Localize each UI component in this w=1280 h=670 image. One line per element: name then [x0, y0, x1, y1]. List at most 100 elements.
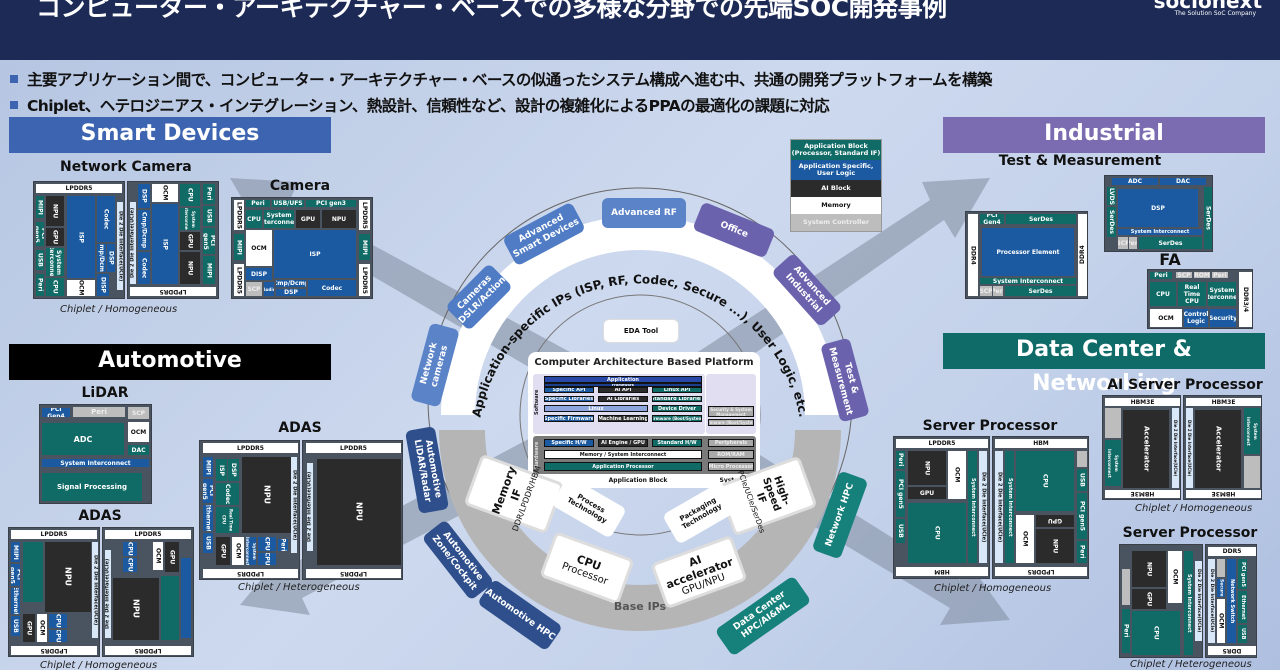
ai-server-title: AI Server Processor [1107, 377, 1263, 393]
ai-api: AI API [598, 387, 648, 393]
block-isp-dsp-codec [23, 542, 43, 602]
block-serdes: SerDes [1005, 286, 1076, 296]
block-system-interconnect: System Interconnect [264, 210, 294, 228]
application-ip-arc [441, 216, 839, 416]
block-system-interconnect: System Interconnect [980, 278, 1076, 284]
lidar-title: LiDAR [81, 385, 129, 401]
network-camera-chip-a: LPDDR5 MIPI PCI gen5 USB Peri NPU GPU Sy… [33, 181, 125, 299]
block-gpu: GPU [23, 614, 35, 642]
bullet-marker [10, 75, 18, 83]
block-isp: ISP [152, 204, 178, 284]
block-ocm: OCM [1217, 599, 1225, 643]
specific-api: Specific API [544, 387, 594, 393]
server-mid-chip-a: LPDDR5 Peri PCI gen5 USB NPU GPU OCM CPU… [893, 436, 990, 579]
block-pci: PCI gen5 [1238, 559, 1247, 589]
block-peri: Peri [203, 184, 215, 204]
block-pci: PCI gen5 [203, 479, 213, 503]
fa-title: FA [1159, 250, 1181, 269]
block-usb: USB [1238, 625, 1247, 643]
adas-bottom-caption: Chiplet / Homogeneous [40, 660, 158, 670]
block-cpu: CPU [1132, 611, 1180, 655]
block-audio: Audio [264, 282, 274, 296]
section-automotive: Automotive [9, 344, 331, 380]
block-lpddr5: LPDDR5 [36, 184, 122, 193]
adas-top-chip-b: LPDDR5 Die 2 Die Interface(UCIe) NPU LPD… [302, 440, 403, 580]
block-lpddr5: LPDDR5 [306, 443, 401, 453]
server-right-chip-b: DDR5 Die 2 Die Interface(UCIe) Secure OC… [1205, 544, 1257, 658]
machine-learning: Machine Learning [598, 415, 648, 422]
block-pci: PCI gen5 [36, 222, 44, 246]
block-system-interconnect: System Interconnect [968, 451, 977, 563]
block-usb: USB [1077, 469, 1087, 491]
block-mipi: MIPI [203, 256, 215, 284]
block-peri: Peri [896, 451, 905, 469]
header-bar [0, 0, 1280, 60]
application-block-label: Application Block [608, 477, 668, 484]
block-system-controller [1077, 451, 1087, 467]
legend-system-controller: System Controller [791, 214, 881, 231]
block-isp: ISP [216, 459, 227, 481]
block-codec: Codec [308, 280, 356, 296]
block-disp: DISP [246, 268, 272, 280]
block-system-interconnect: System Interconnect [1118, 229, 1202, 235]
block-system-interconnect: System Interconnect [1208, 282, 1236, 306]
block-control-logic: Control Logic [1184, 309, 1208, 327]
color-legend: Application Block (Processor, Standard I… [790, 139, 882, 232]
block-npu: NPU [113, 578, 159, 640]
block-pci: PCI Gen4 [980, 214, 1004, 224]
block-peri: Peri [993, 286, 1003, 296]
adas-top-chip-a: LPDDR5 MIPI PCI gen5 Ethernet USB ISP DS… [199, 440, 300, 580]
block-peri: Peri [36, 274, 44, 296]
block-system-interconnect: System Interconnect [46, 248, 64, 276]
server-mid-title: Server Processor [922, 418, 1058, 434]
block-isp-dsp-codec [161, 576, 179, 640]
server-right-title: Server Processor [1122, 525, 1258, 541]
block-dsp: DSP [276, 289, 306, 296]
device-driver: Device Driver [652, 405, 702, 412]
block-rtcpu: Real Time CPU [216, 507, 239, 533]
block-usb: USB [36, 250, 44, 270]
block-gpu: GPU [46, 228, 64, 246]
block-lpddr5: LPDDR5 [359, 200, 370, 230]
block-pci: PCI gen5 [896, 471, 905, 517]
block-mipi: MIPI [11, 542, 20, 562]
block-ocm: OCM [1016, 515, 1034, 563]
adas-bottom-chip-b: LPDDR5 Die 2 Die Interface(UCIe) CPU CPU… [102, 527, 194, 657]
block-lvds: LVDS [1107, 187, 1116, 205]
firmware-boot: Firmware (Boot/System) [652, 415, 702, 422]
application-layer: Application [544, 376, 702, 383]
block-isp: ISP [67, 196, 95, 278]
block-lpddr5: LPDDR5 [203, 443, 298, 453]
block-mipi: MIPI [36, 196, 44, 218]
standard-hw: Standard H/W [652, 439, 702, 447]
block-cpu: CPU [49, 630, 67, 642]
server-right-caption: Chiplet / Heterogeneous [1130, 659, 1252, 670]
block-die2die: Die 2 Die Interface(UCIe) [1186, 408, 1193, 488]
legend-application-block: Application Block (Processor, Standard I… [791, 140, 881, 160]
block-lpddr5: LPDDR5 [105, 530, 191, 539]
block-lpddr5: LPDDR5 [11, 530, 97, 539]
block-usb: USB [203, 533, 213, 553]
block-npu: NPU [1036, 529, 1074, 563]
block-cpu: CPU [908, 503, 966, 563]
block-scp: SCP [246, 282, 262, 296]
block-security: Security [1210, 309, 1236, 327]
block-die2die: Die 2 Die Interface(UCIe) [979, 451, 987, 563]
platform-title: Computer Architecture Based Platform [534, 357, 754, 368]
block-ddr4: DDR4 [968, 214, 978, 296]
block-hbm3e: HBM3E [1186, 398, 1261, 406]
legend-application-specific: Application Specific, User Logic [791, 160, 881, 180]
legend-memory: Memory [791, 197, 881, 214]
block-scp: SCP [1176, 272, 1192, 278]
block-cmp: Cmp/Dcmp [138, 210, 150, 250]
block-serdes: SerDes [1006, 214, 1076, 224]
block-system-interconnect: System Interconnect [180, 208, 200, 230]
block-die2die: Die 2 Die Interface(UCIe) [995, 451, 1003, 563]
block-ocm: OCM [67, 280, 95, 296]
block-hbm: HBM [995, 439, 1087, 448]
block-pci: PCI gen3 [306, 200, 356, 207]
block-die2die: Die 2 Die Interface(UCIe) [1172, 408, 1179, 488]
block-usb: USB [203, 206, 215, 226]
block-dsp: DSP [138, 184, 150, 208]
block-ocm: OCM [153, 542, 163, 570]
